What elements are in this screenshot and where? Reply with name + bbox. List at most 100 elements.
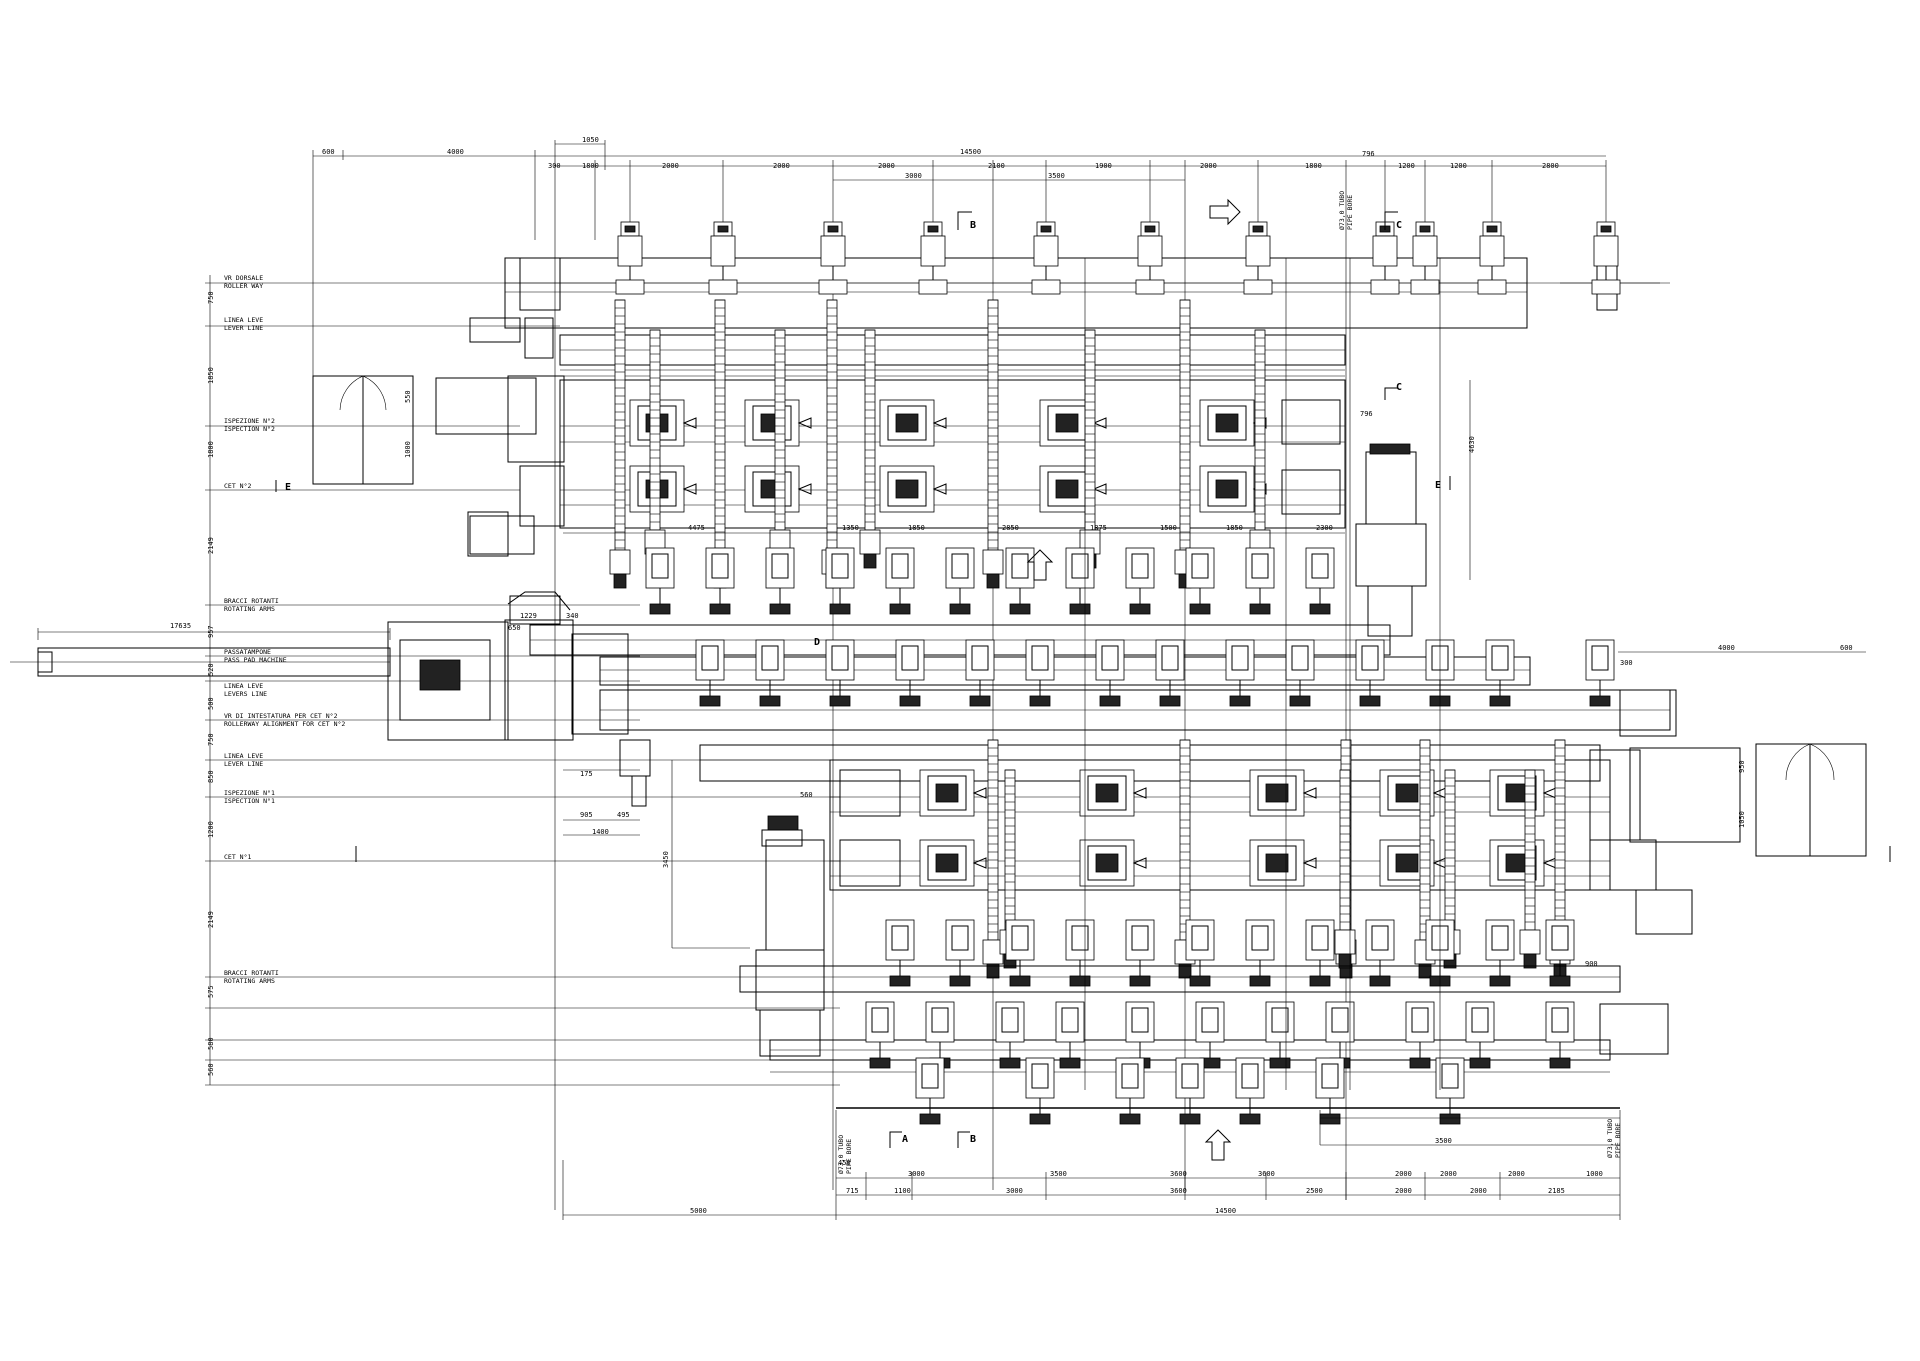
lower-inspection-stations — [919, 769, 1557, 887]
lower-arm-b-1-jaw — [1338, 953, 1352, 969]
lower-unit-b-3-foot — [1059, 1057, 1081, 1069]
upper-station-a2-core — [895, 413, 919, 433]
upper-motor-1-cap — [717, 225, 729, 233]
lower-arm-1-link — [1179, 739, 1191, 941]
lower-unit-a-4-foot — [1129, 975, 1151, 987]
lower-unit-a-0-housing — [885, 919, 915, 961]
central-lever-unit-1-window — [761, 645, 779, 671]
dim-left-957: 957 — [207, 625, 215, 638]
lower-unit-a-8-window — [1371, 925, 1389, 951]
dim-1050-vert: 1000 — [404, 441, 412, 458]
dim-495: 495 — [617, 811, 630, 819]
row-label-7-it: LINEA LEVE — [224, 682, 263, 690]
lower-station-b0-inner — [927, 845, 967, 881]
lower-unit-b-8-window — [1411, 1007, 1429, 1033]
upper-motor-8-coupling — [1410, 279, 1440, 295]
upper-motor-6-body — [1245, 235, 1271, 267]
dim-175: 175 — [580, 770, 593, 778]
lower-arm-b-3-jaw — [1523, 953, 1537, 969]
dim-bottom-r1-1000: 1000 — [1586, 1170, 1603, 1178]
upper-arm-b-0-link — [649, 329, 661, 531]
upper-lever-unit-8-housing — [1125, 547, 1155, 589]
row-label-8-en: ROLLERWAY ALIGNMENT FOR CET N°2 — [224, 720, 345, 728]
lower-unit-a-11-foot — [1549, 975, 1571, 987]
lower-unit-b-3-window — [1061, 1007, 1079, 1033]
lower-unit-a-10-housing — [1485, 919, 1515, 961]
lower-unit-b-2-window — [1001, 1007, 1019, 1033]
lower-arm-0-jaw — [986, 963, 1000, 979]
upper-arm-b-1-link — [774, 329, 786, 531]
lower-station-b2-core — [1265, 853, 1289, 873]
flow-arrows — [1026, 198, 1241, 1161]
central-lever-unit-13-window — [1591, 645, 1609, 671]
upper-motor-2-cap — [827, 225, 839, 233]
dim-bottom-14500: 14500 — [1215, 1207, 1236, 1215]
row-label-9-en: LEVER LINE — [224, 760, 263, 768]
dim-560: 560 — [800, 791, 813, 799]
dim-top-14500: 14500 — [960, 148, 981, 156]
lower-unit-c-4-housing — [1235, 1057, 1265, 1099]
central-lever-unit-12-window — [1491, 645, 1509, 671]
pipe-label-br-2: PIPE BORE — [1614, 1123, 1622, 1158]
lower-unit-c-2-window — [1121, 1063, 1139, 1089]
upper-lever-unit-4-window — [891, 553, 909, 579]
lower-arm-1-jaw — [1178, 963, 1192, 979]
upper-motor-9-body — [1479, 235, 1505, 267]
section-mark-a-bottom: A — [902, 1134, 908, 1145]
upper-motor-3-coupling — [918, 279, 948, 295]
central-lever-unit-10-foot — [1359, 695, 1381, 707]
dim-796-mid: 796 — [1360, 410, 1373, 418]
upper-lever-unit-8-foot — [1129, 603, 1151, 615]
upper-station-a4-inner — [1207, 405, 1247, 441]
upper-motor-9-coupling — [1477, 279, 1507, 295]
lower-unit-b-9-window — [1471, 1007, 1489, 1033]
central-lever-unit-5-foot — [1029, 695, 1051, 707]
dim-top-2100: 2100 — [988, 162, 1005, 170]
upper-lever-unit-6-housing — [1005, 547, 1035, 589]
upper-station-a2-inner — [887, 405, 927, 441]
central-lever-unit-9-window — [1291, 645, 1309, 671]
row-label-3-it: ISPEZIONE N°2 — [224, 417, 275, 425]
top-dimension-chain — [312, 140, 1607, 1210]
dim-bottom-r2-2500: 2500 — [1306, 1187, 1323, 1195]
dim-bottom-r1-3000: 3000 — [908, 1170, 925, 1178]
lower-unit-a-3-foot — [1069, 975, 1091, 987]
central-lever-unit-10-window — [1361, 645, 1379, 671]
pipe-label-bl-1: Ø73,0 TUBO — [837, 1135, 845, 1174]
upper-arm-4-link — [1179, 299, 1191, 551]
lower-unit-b-10-window — [1551, 1007, 1569, 1033]
dim-left-750b: 750 — [207, 733, 215, 746]
lower-station-a0-nozzle — [972, 787, 987, 799]
dim-900: 900 — [1585, 960, 1598, 968]
upper-arm-b-3-link — [1084, 329, 1096, 531]
row-label-2-en: LEVER LINE — [224, 324, 263, 332]
row-label-1-en: ROLLER WAY — [224, 282, 263, 290]
lower-unit-c-0-window — [921, 1063, 939, 1089]
dim-mid-1850b: 1850 — [1226, 524, 1243, 532]
upper-lever-unit-5-window — [951, 553, 969, 579]
row-label-11-it: CET N°1 — [224, 853, 251, 861]
lower-unit-c-4-foot — [1239, 1113, 1261, 1125]
dim-left-500: 500 — [207, 697, 215, 710]
central-lever-unit-7-window — [1161, 645, 1179, 671]
central-lever-unit-4-foot — [969, 695, 991, 707]
lower-station-a3-core — [1395, 783, 1419, 803]
dim-right-950: 950 — [1738, 760, 1746, 773]
lower-arm-b-3-gripper — [1519, 929, 1541, 955]
lower-unit-a-5-window — [1191, 925, 1209, 951]
section-marks: B C C E E A B D — [275, 211, 1891, 1148]
lower-unit-c-2-housing — [1115, 1057, 1145, 1099]
lower-unit-b-10-foot — [1549, 1057, 1571, 1069]
dim-top-1050: 1050 — [582, 136, 599, 144]
dim-mid-2850: 2850 — [1002, 524, 1019, 532]
central-lever-unit-3-foot — [899, 695, 921, 707]
lower-unit-b-5-housing — [1195, 1001, 1225, 1043]
lower-station-b3-core — [1395, 853, 1419, 873]
upper-motor-7-body — [1372, 235, 1398, 267]
upper-roller-motors — [615, 221, 1621, 295]
dim-top-1200b: 1200 — [1450, 162, 1467, 170]
upper-motor-1-coupling — [708, 279, 738, 295]
upper-motor-10-coupling — [1591, 279, 1621, 295]
dim-bottom-r1-2000c: 2000 — [1508, 1170, 1525, 1178]
